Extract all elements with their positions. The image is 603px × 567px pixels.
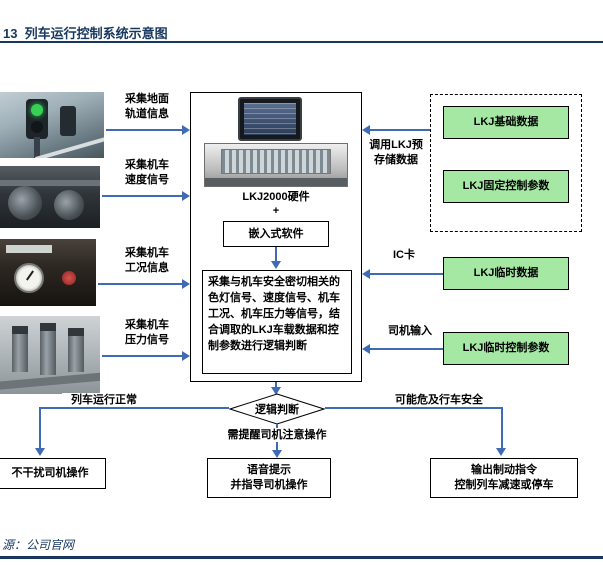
- lkj-display-image: [238, 97, 302, 141]
- middle-branch-head: [272, 450, 282, 458]
- rack-base: [205, 178, 347, 186]
- axle-bar: [0, 180, 100, 186]
- arrow-speed-head: [182, 191, 190, 201]
- lkj-fixed-params-box: LKJ固定控制参数: [443, 170, 569, 203]
- gauge-needle: [26, 270, 34, 281]
- panel-label-strip: [6, 245, 52, 253]
- voice-prompt-box: 语音提示 并指导司机操作: [207, 458, 331, 498]
- middle-condition-label: 需提醒司机注意操作: [223, 428, 331, 442]
- driver-input-arrow-line: [370, 348, 443, 350]
- decision-diamond: 逻辑判断: [228, 393, 326, 425]
- arrow-condition-head: [182, 279, 190, 289]
- secondary-signal-icon: [60, 106, 76, 136]
- driver-input-label: 司机输入: [388, 325, 432, 337]
- no-interference-box: 不干扰司机操作: [0, 458, 106, 489]
- valve-icon: [12, 326, 28, 372]
- header-rule: [0, 41, 603, 43]
- left-branch-vline: [39, 407, 41, 450]
- wheel-icon: [54, 190, 84, 220]
- software-to-logic-line: [275, 247, 277, 261]
- decision-label: 逻辑判断: [255, 404, 299, 416]
- embedded-software-box: 嵌入式软件: [223, 221, 329, 247]
- dark-lens-icon: [31, 121, 43, 133]
- input-label-track: 采集地面 轨道信息: [125, 93, 169, 120]
- photo-locomotive-wheels: [0, 166, 100, 228]
- driver-input-arrow-head: [362, 344, 370, 354]
- right-branch-hline: [325, 407, 502, 409]
- ic-card-arrow-head: [362, 269, 370, 279]
- green-lens-icon: [31, 104, 43, 116]
- lkj-temp-params-box: LKJ临时控制参数: [443, 332, 569, 365]
- left-condition-label: 列车运行正常: [62, 393, 146, 407]
- core-to-decision-head: [271, 387, 281, 395]
- hardware-label: LKJ2000硬件: [242, 191, 310, 203]
- rack-modules: [221, 149, 331, 174]
- display-screen: [244, 103, 296, 135]
- lkj-basic-data-box: LKJ基础数据: [443, 106, 569, 139]
- right-branch-vline: [501, 407, 503, 450]
- arrow-pressure-line: [102, 355, 182, 357]
- page-title: 13 列车运行控制系统示意图: [3, 26, 168, 41]
- red-knob-icon: [62, 271, 76, 285]
- core-to-decision-line: [275, 382, 277, 387]
- lkj-rack-image: [204, 143, 348, 187]
- recall-arrow-head: [362, 125, 370, 135]
- left-branch-head: [35, 448, 45, 456]
- right-branch-head: [496, 448, 506, 456]
- ic-card-arrow-line: [370, 273, 443, 275]
- photo-track-signals: [0, 92, 104, 158]
- right-condition-label: 可能危及行车安全: [387, 393, 491, 407]
- logic-description-box: 采集与机车安全密切相关的色灯信号、速度信号、机车工况、机车压力等信号，结合调取的…: [202, 270, 352, 374]
- arrow-pressure-head: [182, 351, 190, 361]
- footer-rule: [0, 556, 603, 559]
- input-label-speed: 采集机车 速度信号: [125, 159, 169, 186]
- software-to-logic-head: [271, 261, 281, 269]
- input-label-pressure: 采集机车 压力信号: [125, 319, 169, 346]
- plus-sign: +: [272, 205, 280, 217]
- arrow-track-head: [182, 125, 190, 135]
- valve-icon: [68, 328, 84, 372]
- wheel-icon: [8, 186, 42, 220]
- ic-card-label: IC卡: [393, 249, 415, 261]
- brake-command-box: 输出制动指令 控制列车减速或停车: [430, 458, 578, 498]
- photo-cab-panel: [0, 239, 96, 306]
- left-branch-hline: [40, 407, 229, 409]
- recall-arrow-line: [370, 129, 430, 131]
- recall-label: 调用LKJ预 存储数据: [369, 139, 423, 166]
- photo-pressure-sensors: [0, 316, 100, 394]
- arrow-speed-line: [102, 195, 182, 197]
- signal-pole: [34, 137, 40, 158]
- arrow-condition-line: [98, 283, 182, 285]
- lkj-temp-data-box: LKJ临时数据: [443, 257, 569, 290]
- source-note: 源：公司官网: [2, 538, 75, 552]
- signal-light-icon: [26, 99, 48, 139]
- valve-icon: [40, 323, 56, 375]
- arrow-track-line: [106, 129, 182, 131]
- input-label-condition: 采集机车 工况信息: [125, 247, 169, 274]
- gauge-icon: [14, 263, 44, 293]
